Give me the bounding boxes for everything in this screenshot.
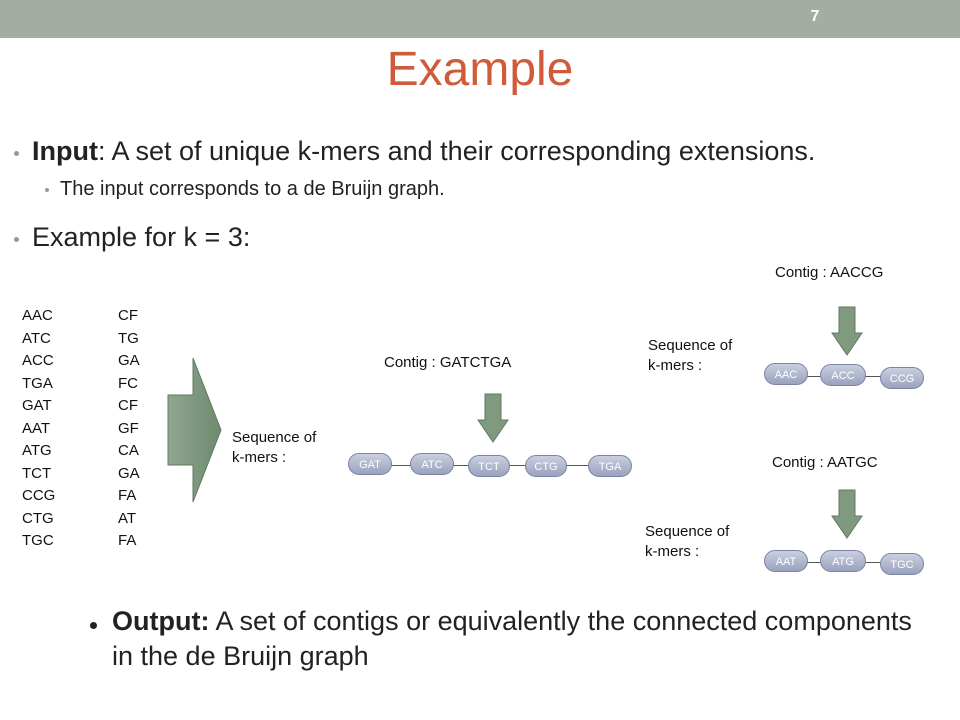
kmer-item: ATG [22, 442, 52, 459]
extension-item: CF [118, 307, 138, 324]
middle-sequence-text: Sequence of k-mers : [232, 429, 317, 466]
kmer-item: CCG [22, 487, 56, 504]
kmer-node: CTG [525, 455, 567, 477]
kmer-node: ATC [410, 453, 454, 475]
middle-contig-label: Contig : GATCTGA [384, 354, 512, 371]
right-top-contig-label: Contig : AACCG [775, 264, 884, 281]
kmer-item: TCT [22, 464, 52, 482]
output-bullet-dot [90, 622, 97, 629]
example-bullet: Example for k = 3: [32, 222, 251, 252]
kmer-item: ACC [22, 352, 54, 369]
kmer-node: AAT [764, 550, 808, 572]
right-bottom-sequence-label: Sequence of k-mers : [645, 522, 735, 562]
down-arrow-icon [831, 489, 863, 539]
extension-item: CA [118, 442, 139, 459]
extension-item: GA [118, 464, 140, 482]
input-label: Input [32, 136, 98, 166]
kmer-node: TCT [468, 455, 510, 477]
right-top-sequence-label: Sequence of k-mers : [648, 336, 738, 376]
kmer-item: GAT [22, 397, 52, 414]
kmer-node: TGA [588, 455, 632, 477]
down-arrow-icon [831, 306, 863, 356]
input-bullet: Input: A set of unique k-mers and their … [32, 136, 815, 167]
kmer-node: ACC [820, 364, 866, 386]
down-arrow-icon [477, 393, 509, 443]
bullet-dot [14, 237, 19, 242]
kmer-node: CCG [880, 367, 924, 389]
kmer-item: TGC [22, 532, 54, 549]
bullet-dot [45, 188, 49, 192]
extension-item: FA [118, 532, 137, 549]
extension-item: FC [118, 374, 138, 392]
input-text: : A set of unique k-mers and their corre… [97, 136, 816, 166]
sub-bullet: The input corresponds to a de Bruijn gra… [60, 178, 445, 200]
extension-item: AT [118, 509, 137, 527]
output-bullet: Output: A set of contigs or equivalently… [112, 604, 932, 674]
extension-item: GA [118, 352, 140, 369]
slide-title: Example [386, 43, 574, 96]
kmer-item: AAT [22, 419, 51, 437]
extension-item: FA [118, 487, 137, 504]
kmer-item: CTG [22, 509, 54, 527]
kmer-item: ATC [22, 329, 51, 347]
kmer-node: TGC [880, 553, 924, 575]
big-arrow-icon [167, 357, 222, 503]
extension-item: TG [118, 329, 139, 347]
extension-column: CF TG GA FC CF GF CA GA FA AT FA [118, 305, 140, 553]
extension-item: GF [118, 419, 139, 437]
middle-sequence-label: Sequence of k-mers : [232, 428, 324, 468]
kmer-column: AAC ATC ACC TGA GAT AAT ATG TCT CCG CTG TGC [22, 305, 55, 553]
kmer-node: ATG [820, 550, 866, 572]
right-bottom-contig-label: Contig : AATGC [772, 454, 878, 471]
output-text: A set of contigs or equivalently the con… [112, 606, 912, 671]
bullet-dot [14, 151, 19, 156]
kmer-node: AAC [764, 363, 808, 385]
kmer-item: AAC [22, 307, 53, 324]
output-label: Output: [112, 606, 210, 636]
kmer-node: GAT [348, 453, 392, 475]
slide-number: 7 [810, 8, 820, 25]
kmer-item: TGA [22, 374, 53, 392]
right-top-sequence-text: Sequence of k-mers : [648, 337, 733, 374]
top-bar [0, 0, 960, 38]
right-bottom-sequence-text: Sequence of k-mers : [645, 523, 730, 560]
extension-item: CF [118, 397, 138, 414]
